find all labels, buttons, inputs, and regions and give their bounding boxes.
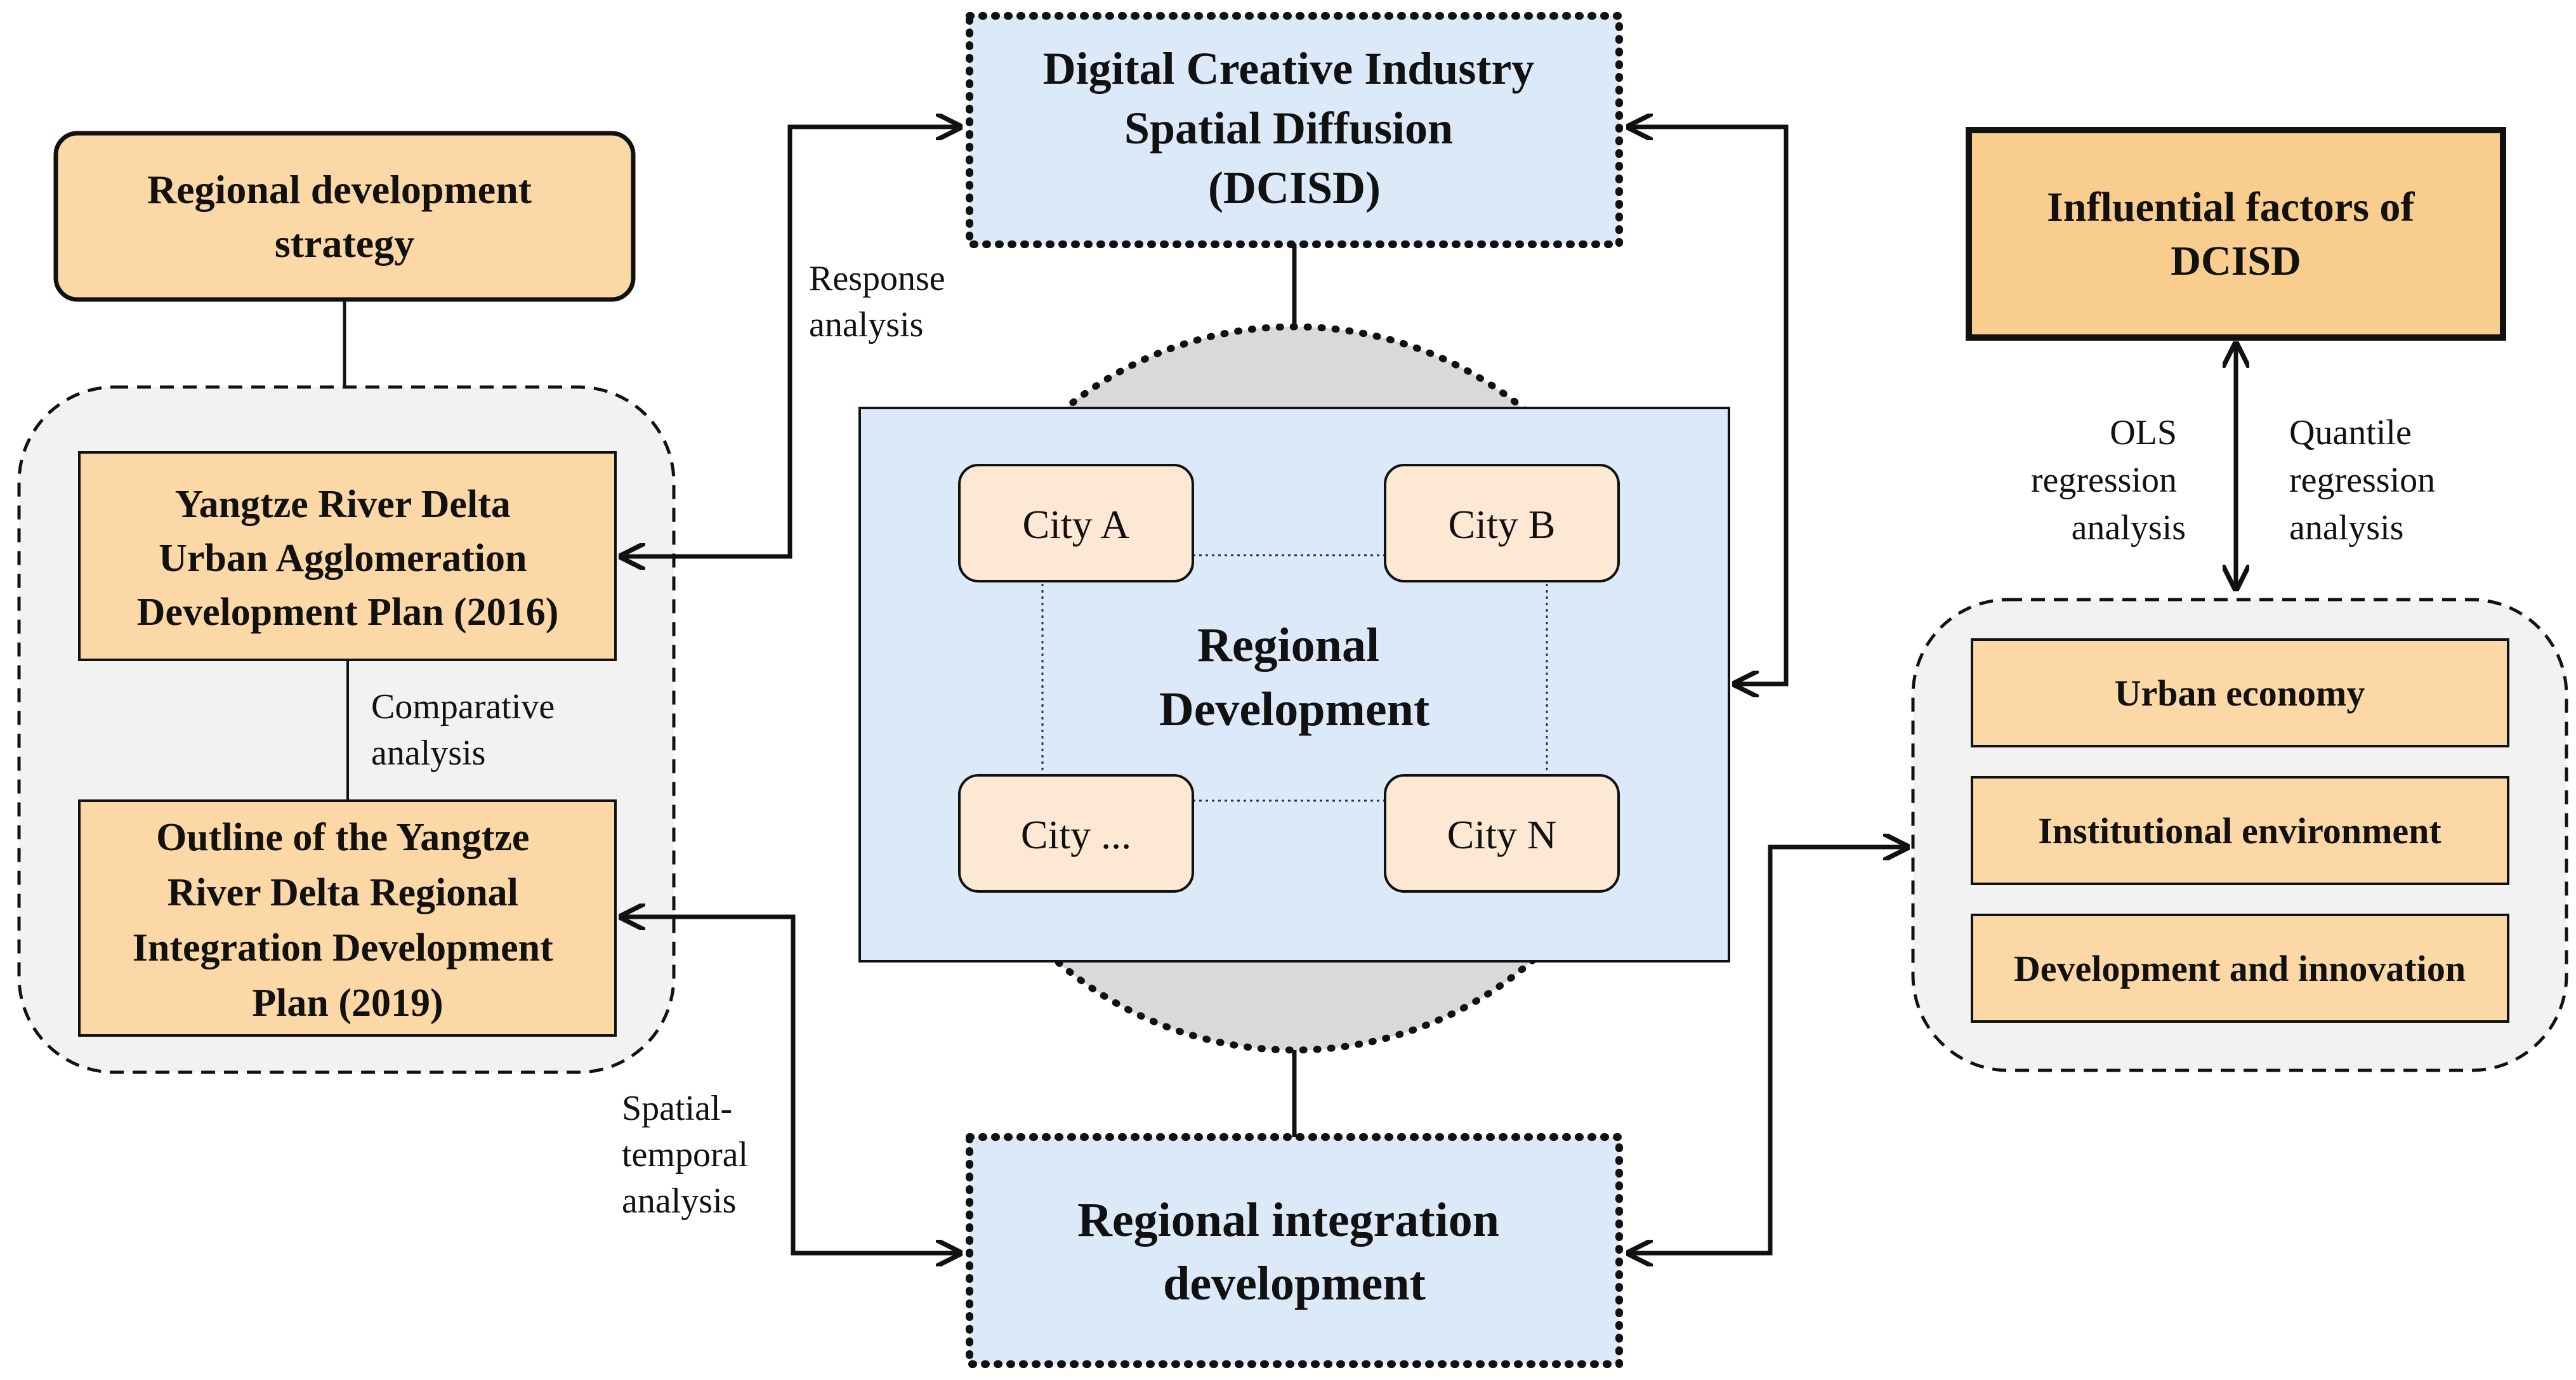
spatial-temporal-arrow xyxy=(620,917,961,1253)
svg-text:Comparative analysis: Comparative analysis xyxy=(371,687,563,773)
regional-strategy-line2: strategy xyxy=(275,221,414,266)
ols-label-line3: analysis xyxy=(2072,508,2186,548)
dcisd-line3: (DCISD) xyxy=(1208,162,1381,213)
spatial-label-line2: temporal xyxy=(622,1135,748,1174)
city-b-node: City B xyxy=(1384,464,1620,582)
city-other-node: City ... xyxy=(958,774,1194,893)
ols-label-line2: regression xyxy=(2031,461,2177,500)
regional-strategy-line1: Regional development xyxy=(147,167,532,212)
svg-text:Outline of the Yangtze R: Outline of the Yangtze River Delta Regio… xyxy=(133,816,563,1025)
svg-text:Spatial- temporal anal: Spatial- temporal analysis xyxy=(622,1089,757,1221)
svg-text:Yangtze River Delta Urba: Yangtze River Delta Urban Agglomeration … xyxy=(137,483,559,634)
plan-2019-line2: River Delta Regional xyxy=(168,871,518,914)
response-label-line2: analysis xyxy=(809,305,923,345)
city-a-node: City A xyxy=(958,464,1194,582)
dcisd-line2: Spatial Diffusion xyxy=(1124,103,1453,154)
integration-factors-arrow xyxy=(1627,847,1909,1253)
influential-factors-node: Influential factors of DCISD xyxy=(1966,127,2506,341)
svg-text:Quantile regression an: Quantile regression analysis xyxy=(2289,413,2444,548)
city-other-label: City ... xyxy=(1021,812,1131,857)
city-n-node: City N xyxy=(1384,774,1620,893)
spatial-label-line3: analysis xyxy=(622,1181,736,1221)
factor-institutional: Institutional environment xyxy=(1971,776,2509,885)
quantile-label-line3: analysis xyxy=(2289,508,2403,548)
regional-development-line2: Development xyxy=(1159,683,1429,736)
plan-2016-line3: Development Plan (2016) xyxy=(137,591,559,634)
factor-urban-economy: Urban economy xyxy=(1971,638,2509,747)
dcisd-node: Digital Creative Industry Spatial Diffus… xyxy=(966,12,1623,248)
svg-text:Regional integration dev: Regional integration development xyxy=(1077,1193,1511,1310)
quantile-label-line1: Quantile xyxy=(2289,413,2412,452)
factor-urban-economy-label: Urban economy xyxy=(2115,673,2365,714)
city-a-label: City A xyxy=(1023,502,1130,547)
city-n-label: City N xyxy=(1447,812,1556,857)
plan-2019-node: Outline of the Yangtze River Delta Regio… xyxy=(78,799,617,1037)
plan-2016-line2: Urban Agglomeration xyxy=(159,537,527,580)
svg-text:Influential factors of D: Influential factors of DCISD xyxy=(2047,184,2425,284)
plan-2019-line3: Integration Development xyxy=(133,926,553,969)
integration-line1: Regional integration xyxy=(1077,1193,1499,1247)
svg-text:Response analysis: Response analysis xyxy=(809,259,954,345)
city-b-label: City B xyxy=(1449,502,1556,547)
factor-innovation: Development and innovation xyxy=(1971,914,2509,1023)
city-links xyxy=(1041,554,1548,802)
svg-text:OLS regression analysi: OLS regression analysis xyxy=(2031,413,2186,548)
comparative-label-line2: analysis xyxy=(371,733,485,773)
plan-2016-node: Yangtze River Delta Urban Agglomeration … xyxy=(78,451,617,661)
factor-innovation-label: Development and innovation xyxy=(2014,948,2466,989)
spatial-label-line1: Spatial- xyxy=(622,1089,732,1128)
regional-strategy-node: Regional development strategy xyxy=(53,131,636,302)
response-analysis-arrow xyxy=(620,127,961,556)
influential-line1: Influential factors of xyxy=(2047,184,2415,230)
response-label-line1: Response xyxy=(809,259,945,298)
plan-2019-line1: Outline of the Yangtze xyxy=(156,816,529,859)
svg-text:Regional Development: Regional Development xyxy=(1159,619,1429,736)
quantile-label-line2: regression xyxy=(2289,461,2435,500)
ols-label-line1: OLS xyxy=(2110,413,2177,452)
comparative-label-line1: Comparative xyxy=(371,687,555,726)
influential-line2: DCISD xyxy=(2171,238,2301,284)
svg-text:Digital Creative Industry: Digital Creative Industry Spatial Diffus… xyxy=(1043,43,1546,213)
plan-2019-line4: Plan (2019) xyxy=(252,982,443,1025)
integration-node: Regional integration development xyxy=(966,1133,1623,1368)
dcisd-regional-arrow xyxy=(1627,127,1789,684)
factor-institutional-label: Institutional environment xyxy=(2038,810,2441,851)
regional-development-line1: Regional xyxy=(1197,619,1379,672)
plan-2016-line1: Yangtze River Delta xyxy=(175,483,511,526)
dcisd-line1: Digital Creative Industry xyxy=(1043,43,1535,94)
svg-text:Regional development str: Regional development strategy xyxy=(147,167,542,266)
integration-line2: development xyxy=(1163,1257,1426,1310)
